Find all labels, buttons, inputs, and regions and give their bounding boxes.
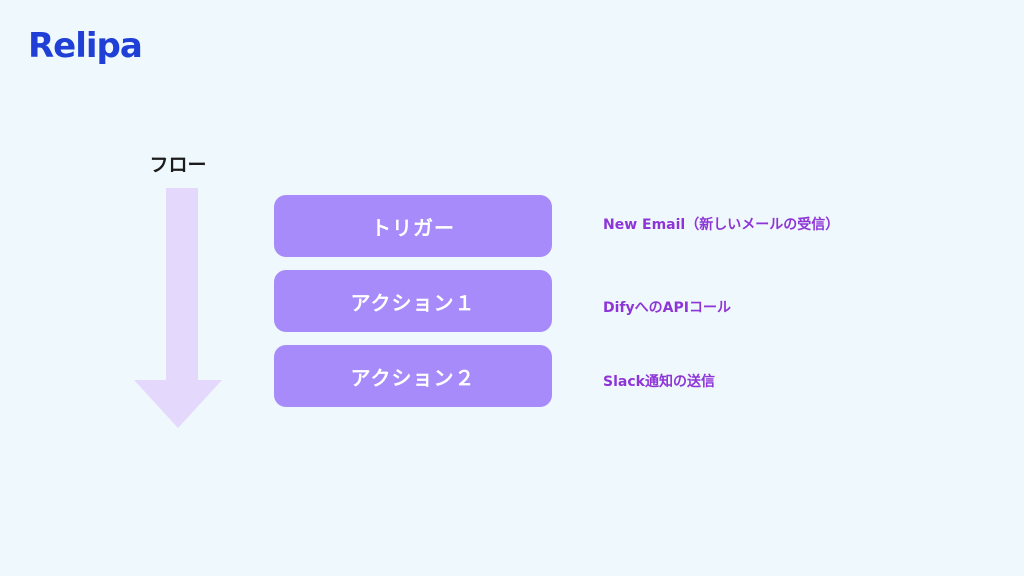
logo-text: Relipa [28, 26, 143, 66]
down-arrow-icon [134, 188, 222, 428]
step-trigger-description: New Email（新しいメールの受信） [603, 217, 840, 233]
step-action-2-description: Slack通知の送信 [603, 374, 715, 390]
relipa-logo: Relipa [28, 24, 143, 68]
step-trigger: トリガー [274, 195, 552, 257]
flow-arrow-shape [134, 188, 222, 428]
flow-label: フロー [149, 154, 207, 176]
step-action-2: アクション２ [274, 345, 552, 407]
step-action-1: アクション１ [274, 270, 552, 332]
step-action-1-description: DifyへのAPIコール [603, 300, 731, 316]
